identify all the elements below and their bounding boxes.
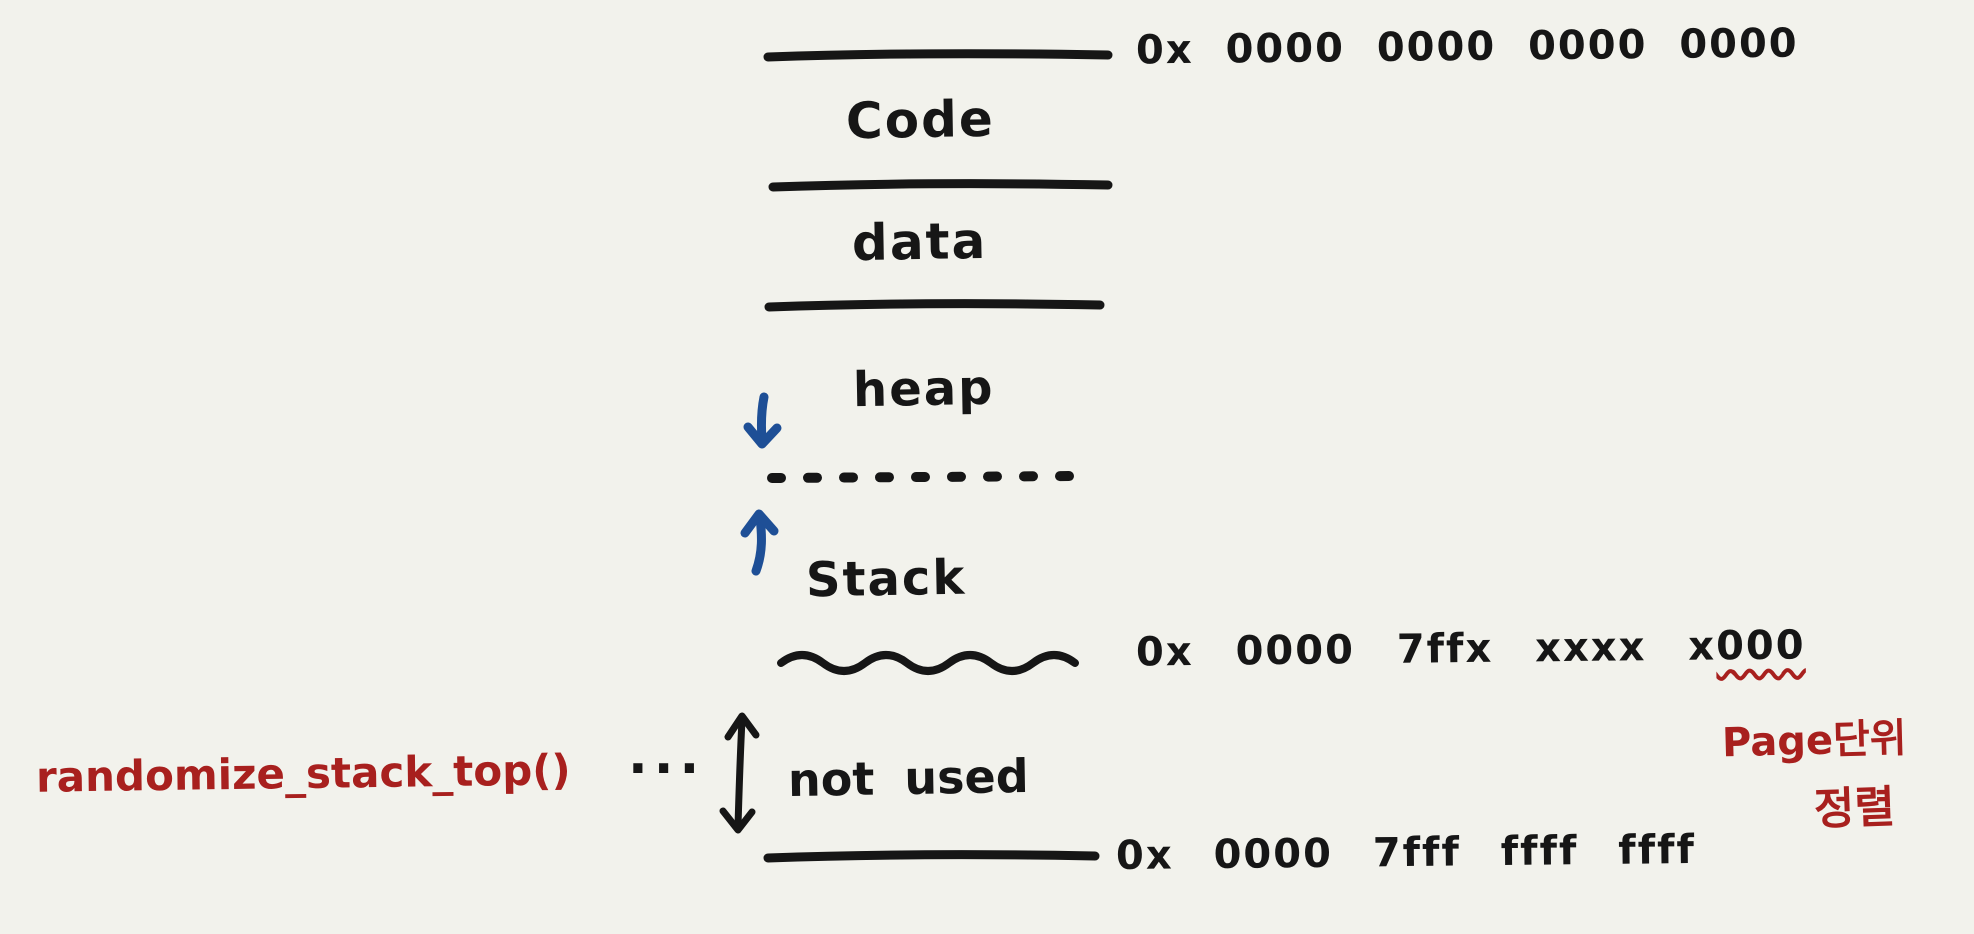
page-alignment-note-line2: 정렬 xyxy=(1813,781,1896,836)
stack-region-label: Stack xyxy=(805,549,967,609)
top-address: 0x 0000 0000 0000 0000 xyxy=(1135,20,1799,74)
arrow-down-icon xyxy=(743,392,782,449)
stack-bottom-wavy-line xyxy=(777,651,1079,675)
arrow-vertical-double-icon xyxy=(719,712,760,834)
stack-top-address: 0x 0000 7ffx xxxx x000 xyxy=(1135,622,1806,676)
not-used-region-label: not used xyxy=(787,748,1030,808)
code-region-label: Code xyxy=(845,89,996,151)
heap-region-label: heap xyxy=(852,359,995,419)
page-alignment-note-line1: Page단위 xyxy=(1721,715,1908,767)
bottom-address: 0x 0000 7fff ffff ffff xyxy=(1115,826,1697,880)
data-region-label: data xyxy=(851,211,988,273)
randomize-stack-top-annotation: randomize_stack_top() xyxy=(35,745,571,802)
arrow-up-icon xyxy=(740,509,779,576)
stack-top-address-random-suffix: 000 xyxy=(1715,622,1806,670)
ellipsis-dots: ··· xyxy=(628,739,706,799)
segment-boundary-line-data-heap xyxy=(764,299,1105,312)
segment-boundary-line-code-data xyxy=(768,179,1113,192)
stack-top-address-prefix: 0x 0000 7ffx xxxx x xyxy=(1135,623,1717,676)
segment-boundary-line-top xyxy=(763,49,1113,62)
segment-boundary-line-bottom xyxy=(763,850,1100,863)
heap-stack-dotted-boundary xyxy=(767,471,1083,483)
